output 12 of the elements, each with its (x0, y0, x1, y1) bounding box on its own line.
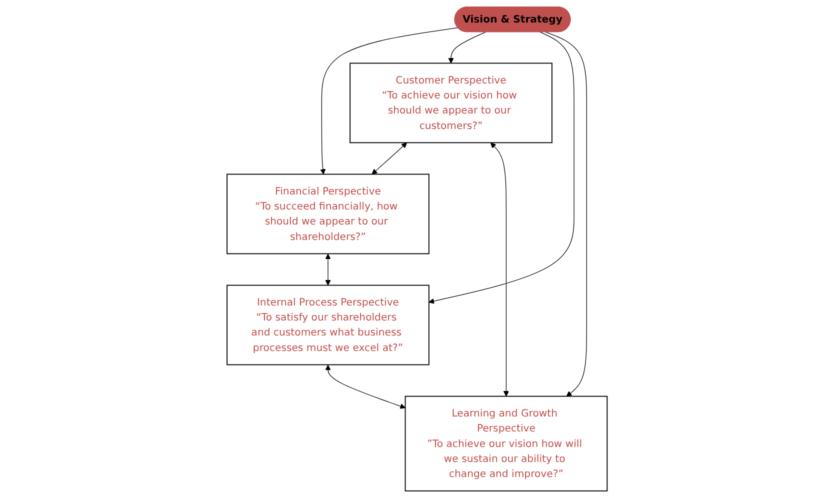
node-box: Customer Perspective “To achieve our vision how should we appear to our customers?” (350, 62, 552, 144)
node-box: Learning and Growth Perspective ”To achieve our vision how will we sustain our ability to change and improve?” (404, 396, 608, 492)
node-box: Internal Process Perspective “To satisfy our shareholders and customers what business processes must we excel at?” (226, 284, 430, 366)
arrow (448, 32, 486, 64)
node-box: Financial Perspective “To succeed financially, how should we appear to our shareholders?” (226, 174, 430, 254)
arrow (490, 142, 509, 397)
arrow (325, 364, 406, 409)
arrow (325, 254, 331, 286)
arrow (320, 27, 458, 174)
arrow (428, 32, 574, 304)
arrow (544, 32, 587, 397)
arrow (372, 142, 407, 174)
